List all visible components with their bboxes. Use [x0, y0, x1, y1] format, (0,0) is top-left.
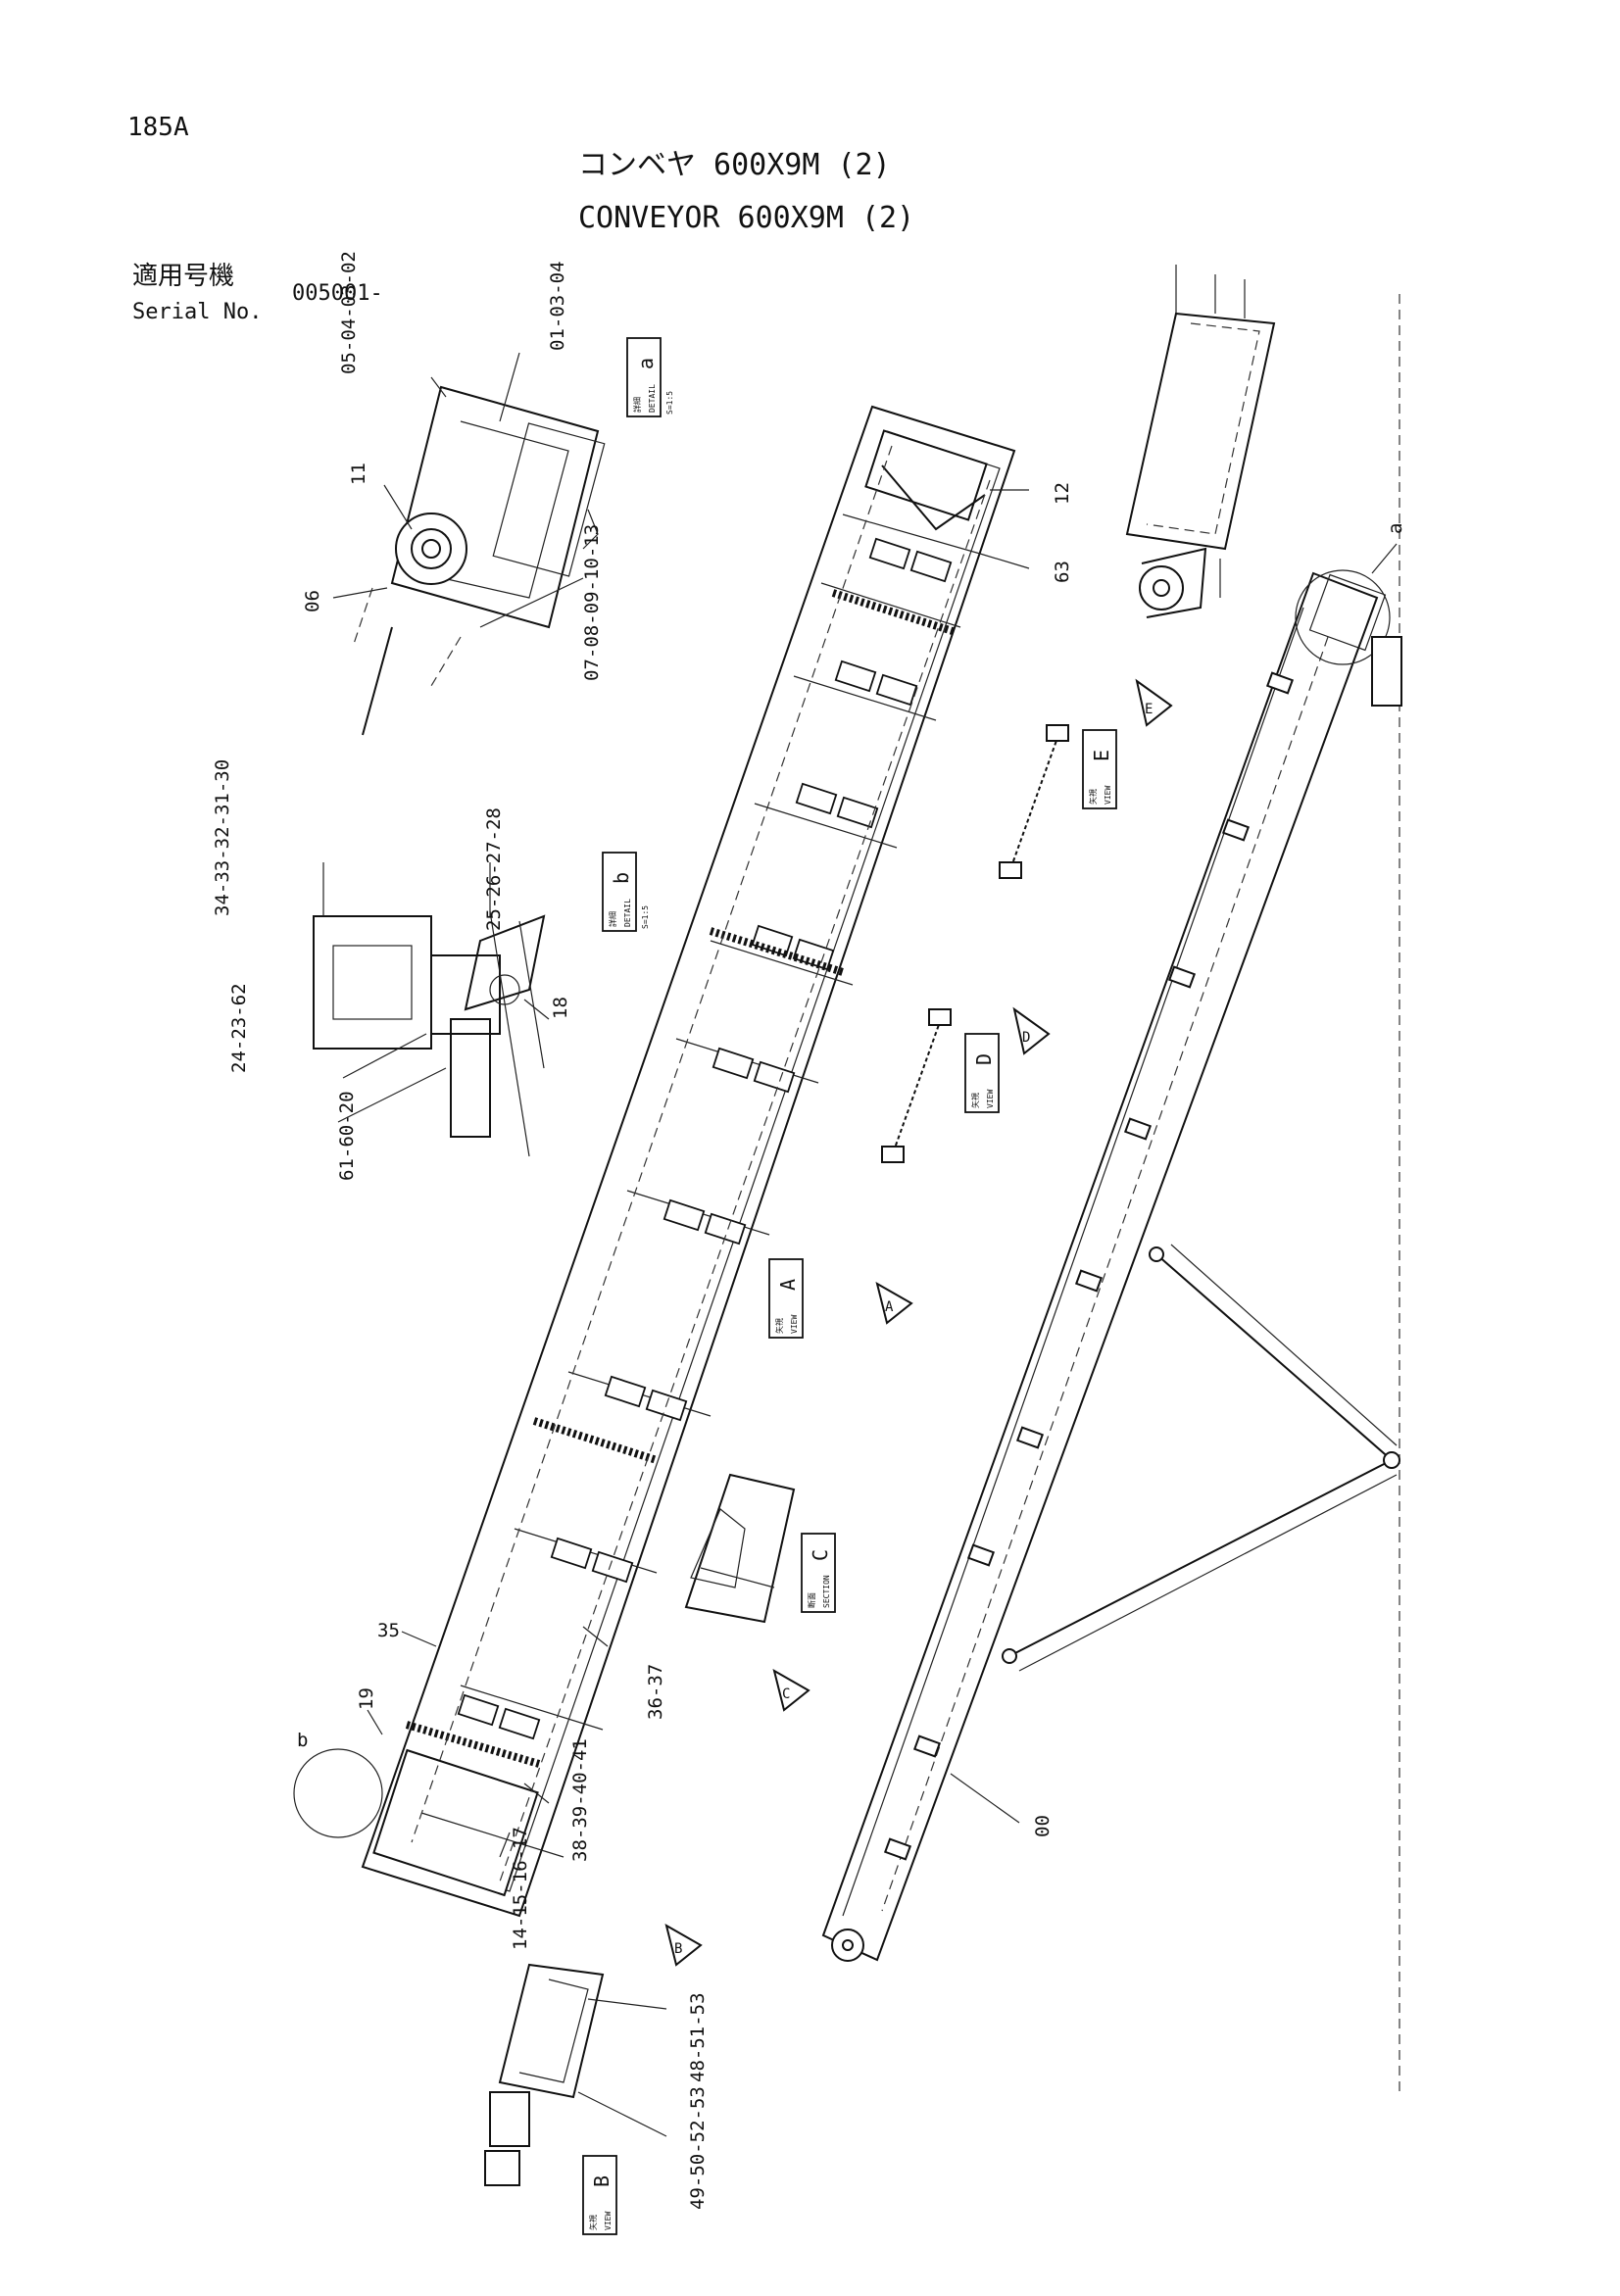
svg-text:矢視: 矢視 [1088, 789, 1098, 805]
detail-b-circle [293, 1748, 383, 1838]
svg-text:E: E [1090, 750, 1113, 761]
callout-19: 19 [356, 1687, 377, 1710]
svg-text:VIEW: VIEW [1104, 786, 1112, 805]
view-d-roller [881, 1008, 952, 1163]
tail-pulley-icon [831, 1929, 864, 1962]
label-view-b: 矢視 VIEW B [582, 2155, 617, 2235]
callout-61-20: 61-60-20 [336, 1091, 358, 1181]
serial-number-value: 005001- [292, 281, 383, 306]
svg-text:a: a [634, 358, 658, 369]
svg-text:C: C [809, 1549, 832, 1561]
title-japanese: コンベヤ 600X9M (2) [578, 148, 891, 182]
svg-text:VIEW: VIEW [790, 1315, 799, 1334]
label-view-e: 矢視 VIEW E [1082, 729, 1117, 809]
callout-detail-a: a [1385, 523, 1406, 534]
callout-00: 00 [1032, 1815, 1054, 1837]
callout-12: 12 [1052, 482, 1073, 505]
leader-lines [293, 352, 1398, 2137]
detail-b-drawing [313, 910, 546, 1157]
detail-a-circle [1295, 569, 1391, 665]
svg-text:C: C [782, 1686, 790, 1702]
callout-49-53: 49-50-52-53 [687, 2086, 709, 2210]
svg-text:VIEW: VIEW [986, 1090, 995, 1108]
svg-text:D: D [1022, 1030, 1030, 1046]
gear-motor-box [313, 915, 432, 1050]
svg-text:詳細: 詳細 [608, 911, 617, 927]
title-english: CONVEYOR 600X9M (2) [578, 201, 914, 235]
callout-38-41: 38-39-40-41 [569, 1738, 591, 1862]
support-strut-lower [1008, 1459, 1393, 1657]
svg-text:矢視: 矢視 [970, 1093, 980, 1108]
section-c-trough [684, 1473, 796, 1624]
callout-25-28: 25-26-27-28 [483, 807, 505, 931]
svg-text:B: B [590, 2175, 614, 2187]
svg-text:A: A [885, 1299, 894, 1315]
callout-63: 63 [1052, 561, 1073, 583]
shaft [362, 626, 393, 736]
callout-14-17: 14-15-16-17 [510, 1827, 531, 1950]
label-detail-a: 詳細 DETAIL a S=1:5 [626, 337, 674, 417]
view-arrow-e [1135, 678, 1173, 727]
page-number: 185A [127, 113, 189, 142]
svg-text:A: A [776, 1279, 800, 1291]
label-view-d: 矢視 VIEW D [964, 1033, 1000, 1113]
svg-text:DETAIL: DETAIL [623, 899, 632, 927]
tail-end-box [864, 429, 988, 521]
view-arrow-a [875, 1281, 913, 1325]
svg-text:矢視: 矢視 [774, 1318, 784, 1334]
svg-text:矢視: 矢視 [588, 2215, 598, 2230]
svg-text:D: D [972, 1053, 996, 1065]
label-section-c: 断面 SECTION C [801, 1533, 836, 1613]
callout-35: 35 [377, 1620, 400, 1641]
svg-text:S=1:5: S=1:5 [665, 391, 674, 415]
svg-text:SECTION: SECTION [822, 1575, 831, 1608]
callout-01-04: 01-03-04 [547, 261, 568, 351]
svg-text:VIEW: VIEW [604, 2212, 613, 2230]
callout-34-30: 34-33-32-31-30 [212, 759, 233, 916]
serial-label-english: Serial No. [132, 300, 262, 324]
view-e-roller [999, 724, 1069, 879]
callouts: 05-04-03-02 01-03-04 11 06 07-08-09-10-1… [212, 251, 1406, 2210]
head-pulley-icon [1139, 565, 1184, 611]
pulley-bearing-icon [395, 513, 467, 585]
callout-36-37: 36-37 [645, 1664, 666, 1720]
callout-07-13: 07-08-09-10-13 [581, 524, 603, 681]
svg-text:E: E [1145, 702, 1153, 717]
callout-24-62: 24-23-62 [228, 983, 250, 1073]
callout-detail-b: b [297, 1730, 308, 1751]
svg-text:S=1:5: S=1:5 [641, 905, 650, 929]
serial-label-japanese: 適用号機 [132, 262, 234, 291]
support-strut-upper [1155, 1253, 1393, 1461]
view-arrow-d [1012, 1006, 1051, 1055]
callout-06: 06 [302, 590, 323, 612]
svg-text:断面: 断面 [807, 1592, 816, 1608]
label-detail-b: 詳細 DETAIL b S=1:5 [602, 852, 650, 932]
svg-text:DETAIL: DETAIL [648, 384, 657, 413]
conveyor-side-view [821, 569, 1402, 1962]
view-arrow-c [772, 1668, 810, 1712]
view-arrows: E D A C B [664, 678, 1173, 1967]
svg-text:b: b [610, 872, 633, 884]
svg-text:B: B [674, 1941, 682, 1957]
svg-text:詳細: 詳細 [632, 397, 642, 413]
view-arrow-b [664, 1923, 703, 1967]
detail-a-drawing [352, 385, 606, 736]
callout-11: 11 [348, 463, 369, 485]
callout-18: 18 [550, 997, 571, 1019]
callout-05-02: 05-04-03-02 [338, 251, 360, 374]
label-view-a: 矢視 VIEW A [768, 1258, 804, 1339]
upper-conveyor-partial [1125, 265, 1276, 618]
conveyor-frame-view [361, 405, 1016, 1918]
callout-48-53: 48-51-53 [687, 1992, 709, 2082]
view-b-drive-unit [484, 1963, 605, 2186]
